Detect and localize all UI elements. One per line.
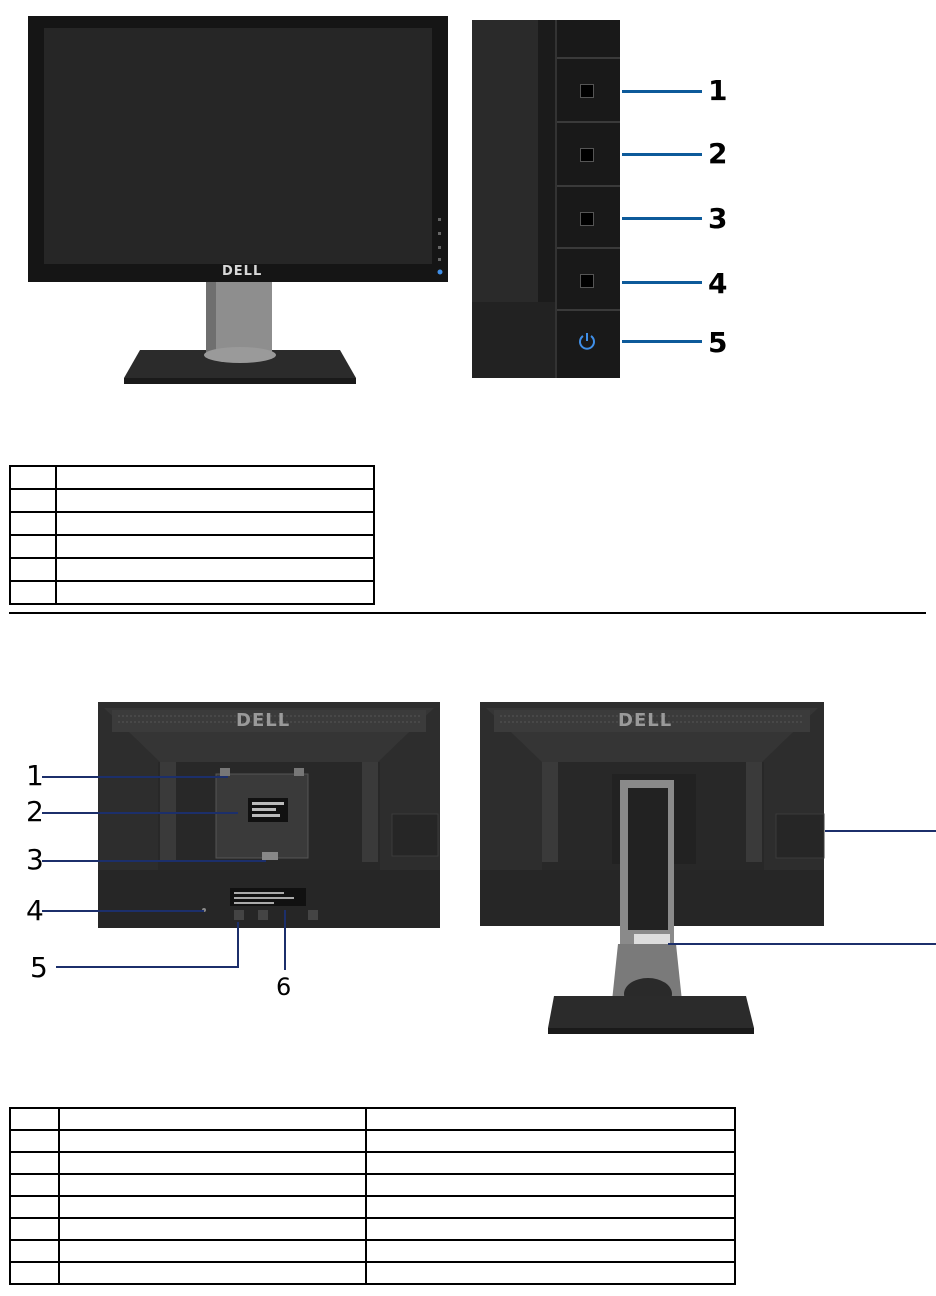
callout-leader	[284, 910, 286, 970]
square-button-icon[interactable]	[580, 84, 594, 98]
callout-leader	[42, 860, 266, 862]
square-button-icon[interactable]	[580, 212, 594, 226]
table-row	[9, 1239, 736, 1263]
callout-number: 3	[26, 843, 44, 876]
callout-number: 2	[708, 137, 728, 170]
back-features-table	[9, 1107, 736, 1285]
table-row	[9, 557, 375, 582]
callout-leader	[825, 830, 936, 832]
table-row	[9, 580, 375, 605]
dell-logo: DELL	[618, 710, 673, 731]
table-row	[9, 1195, 736, 1219]
table-row	[9, 534, 375, 559]
callout-leader	[622, 153, 702, 156]
callout-leader	[622, 217, 702, 220]
callout-number: 3	[708, 202, 728, 235]
monitor-back-with-stand-image: DELL	[478, 702, 828, 1038]
monitor-front-image: DELL	[0, 0, 470, 400]
table-row	[9, 1261, 736, 1285]
callout-leader	[42, 812, 238, 814]
square-button-icon[interactable]	[580, 274, 594, 288]
callout-leader	[622, 340, 702, 343]
callout-number: 4	[708, 267, 728, 300]
table-row	[9, 488, 375, 513]
table-row	[9, 465, 375, 490]
power-icon[interactable]	[578, 332, 596, 350]
table-row	[9, 1129, 736, 1153]
table-row	[9, 1151, 736, 1175]
callout-number: 1	[26, 759, 44, 792]
callout-number: 4	[26, 894, 44, 927]
button-panel-closeup	[472, 20, 620, 378]
dell-logo: DELL	[236, 710, 291, 731]
callout-leader	[622, 90, 702, 93]
table-row	[9, 1107, 736, 1131]
table-row	[9, 511, 375, 536]
table-row	[9, 1173, 736, 1197]
monitor-back-image: DELL	[98, 702, 440, 928]
callout-leader	[56, 966, 238, 968]
callout-leader	[42, 910, 204, 912]
callout-number: 5	[30, 951, 48, 984]
callout-number: 2	[26, 795, 44, 828]
dell-logo: DELL	[222, 264, 263, 279]
table-row	[9, 1217, 736, 1241]
callout-leader	[237, 922, 239, 968]
section-divider	[9, 612, 926, 614]
callout-leader	[42, 776, 228, 778]
square-button-icon[interactable]	[580, 148, 594, 162]
callout-number: 5	[708, 326, 728, 359]
callout-leader	[622, 281, 702, 284]
callout-number: 1	[708, 74, 728, 107]
callout-number: 6	[276, 973, 292, 1001]
callout-leader	[668, 943, 936, 945]
front-controls-table	[9, 465, 375, 605]
